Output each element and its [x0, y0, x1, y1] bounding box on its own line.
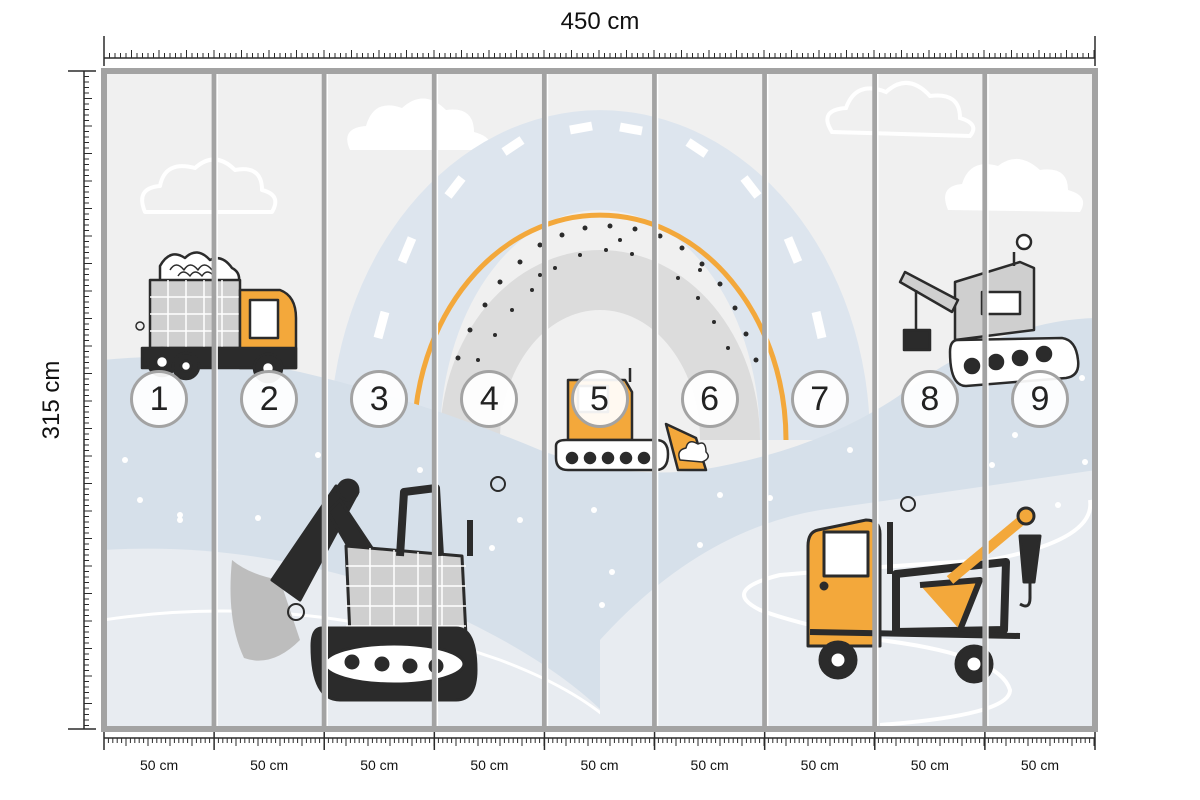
- wall-frame: [101, 68, 1098, 732]
- panel-number-badge: 5: [570, 370, 629, 428]
- dump-truck: [135, 251, 298, 384]
- panel-borders: [211, 71, 989, 729]
- panel-width-label: 50 cm: [139, 757, 179, 773]
- panel-number-badge: 9: [1010, 370, 1069, 428]
- panel-width-label: 50 cm: [470, 757, 509, 773]
- panel-number-badge: 4: [460, 370, 519, 428]
- total-width-label: 450 cm: [560, 8, 640, 35]
- panel-width-label: 50 cm: [690, 757, 729, 773]
- panel-number-badge: 2: [240, 370, 299, 428]
- panel-width-label: 50 cm: [1020, 757, 1059, 773]
- panel-number-badge: 3: [350, 370, 409, 428]
- panel-width-label: 50 cm: [580, 757, 619, 773]
- panel-number-badge: 1: [130, 370, 189, 428]
- gray-arch: [440, 250, 760, 440]
- panel-number-badge: 6: [680, 370, 739, 428]
- measurement-rulers: [68, 36, 1096, 750]
- panel-width-label: 50 cm: [910, 757, 949, 773]
- cloud-top-right: [825, 81, 976, 139]
- road-arch: [330, 110, 870, 441]
- road-dashes: [373, 121, 827, 340]
- cloud-top-center: [347, 98, 490, 150]
- snow-dots: [122, 375, 1088, 608]
- panel-width-label: 50 cm: [250, 757, 289, 773]
- cloud-right: [945, 158, 1084, 212]
- panel-number-badge: 8: [900, 370, 959, 428]
- panel-number-badge: 7: [790, 370, 849, 428]
- panel-width-label: 50 cm: [360, 757, 399, 773]
- arch-dots: [455, 223, 759, 363]
- total-height-label: 315 cm: [38, 360, 65, 440]
- panel-width-label: 50 cm: [800, 757, 839, 773]
